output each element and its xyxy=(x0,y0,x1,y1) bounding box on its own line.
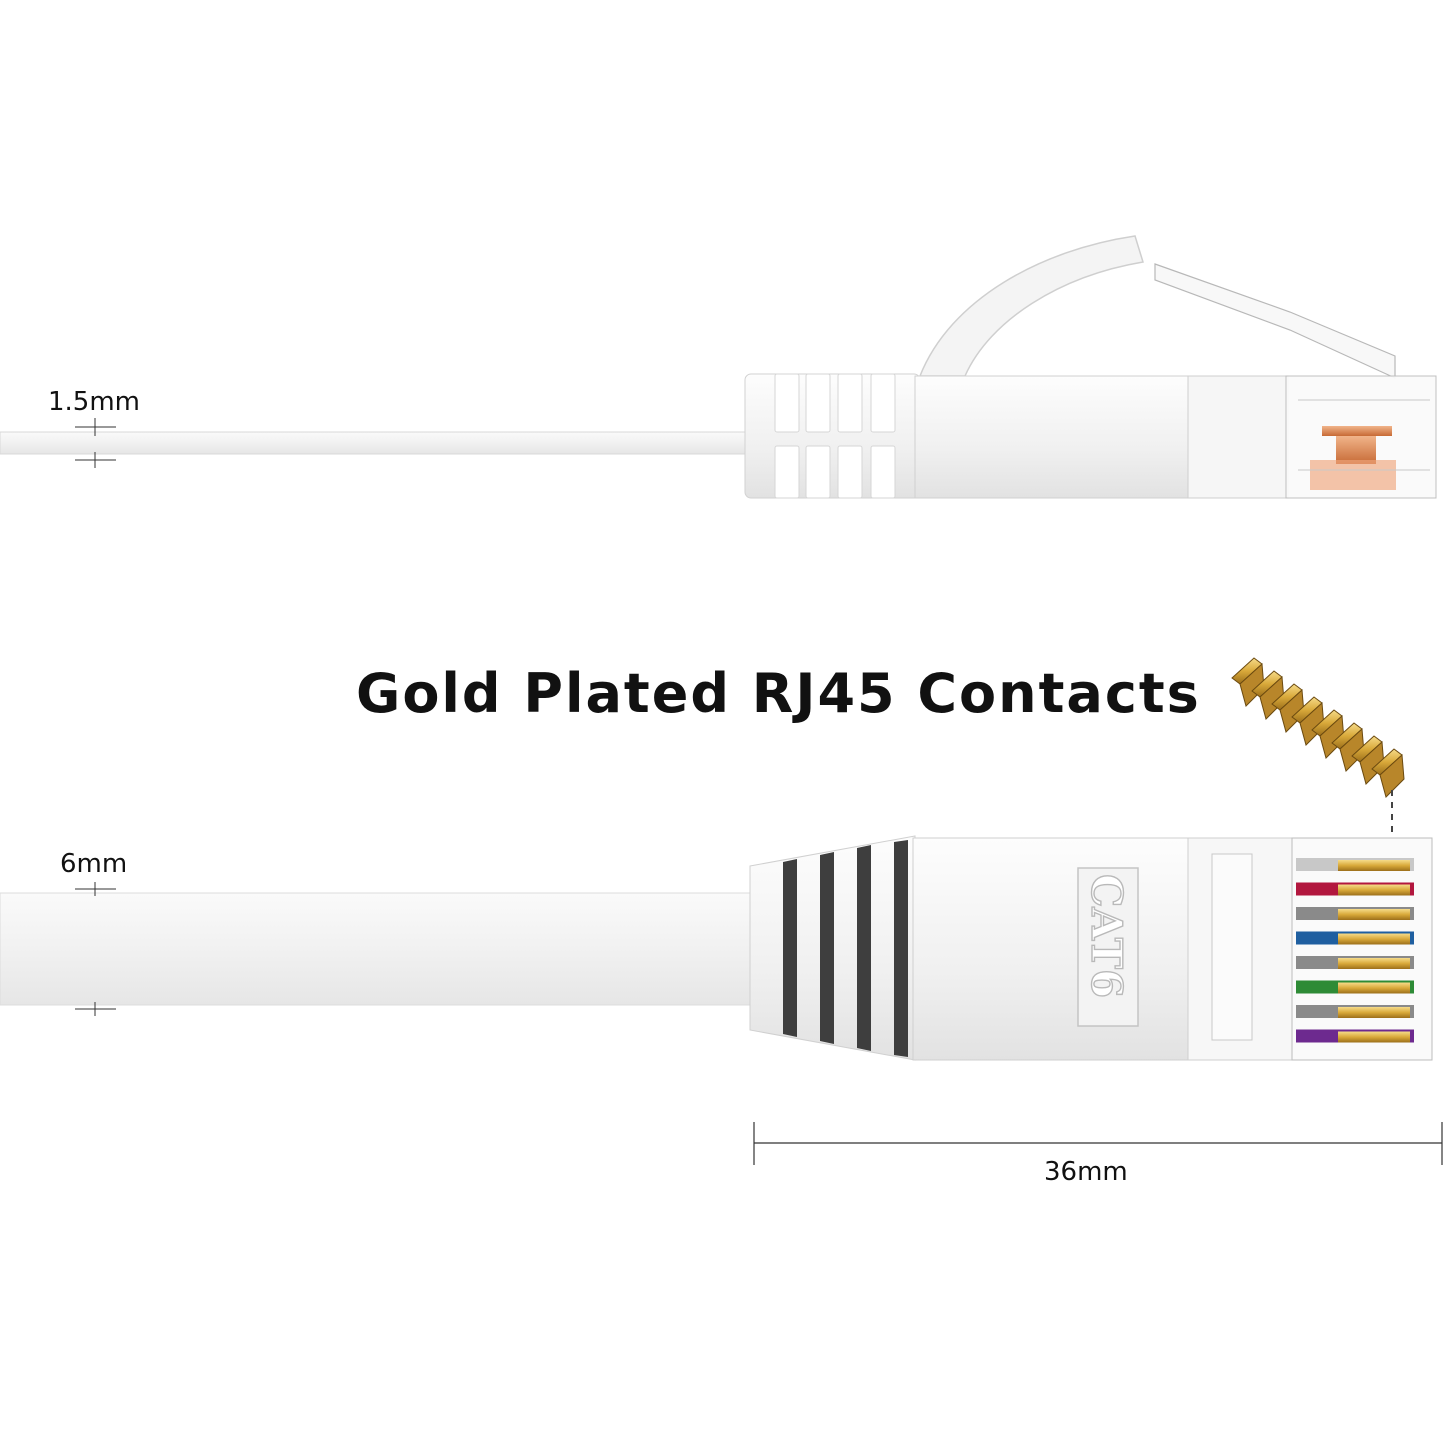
gold-contacts-icon xyxy=(1231,657,1405,798)
gold-contact-4 xyxy=(1338,933,1410,945)
headline: Gold Plated RJ45 Contacts xyxy=(356,662,1201,725)
plug-shield-side xyxy=(1187,375,1289,499)
latch-arch xyxy=(918,235,1144,377)
gold-contact-5 xyxy=(1338,958,1410,969)
flat-cable-side xyxy=(0,431,761,455)
clear-tip-top xyxy=(1291,837,1433,1061)
thickness-label: 1.5mm xyxy=(48,387,140,417)
contact-blade-side-8 xyxy=(1379,753,1405,798)
length-label: 36mm xyxy=(1044,1157,1128,1187)
boot-grooves xyxy=(783,840,908,1057)
latch-tab xyxy=(1154,263,1396,379)
copper-contacts-side xyxy=(1298,399,1430,490)
length-dimension xyxy=(753,1122,1443,1165)
plug-marking: CAT6 xyxy=(1082,874,1131,998)
cat-label-plate xyxy=(1077,867,1139,1027)
gold-contact-1 xyxy=(1338,860,1410,871)
side-view-cable: 1.5mm xyxy=(0,235,1437,499)
wire-pairs xyxy=(1296,858,1414,1043)
thickness-dimension xyxy=(75,418,116,468)
plug-housing-top xyxy=(912,837,1192,1061)
width-label: 6mm xyxy=(60,849,127,879)
boot-ribs-side xyxy=(774,373,896,499)
gold-contact-8 xyxy=(1338,1031,1410,1043)
gold-contact-2 xyxy=(1338,884,1410,896)
width-dimension xyxy=(75,882,116,1016)
gold-contact-3 xyxy=(1338,909,1410,920)
gold-contact-7 xyxy=(1338,1007,1410,1018)
latch-slot xyxy=(1211,853,1253,1041)
gold-contact-6 xyxy=(1338,982,1410,994)
top-view-cable: CAT6 6mm 36mm xyxy=(0,835,1443,1187)
plug-housing-side xyxy=(914,375,1191,499)
flat-cable-top xyxy=(0,892,761,1006)
